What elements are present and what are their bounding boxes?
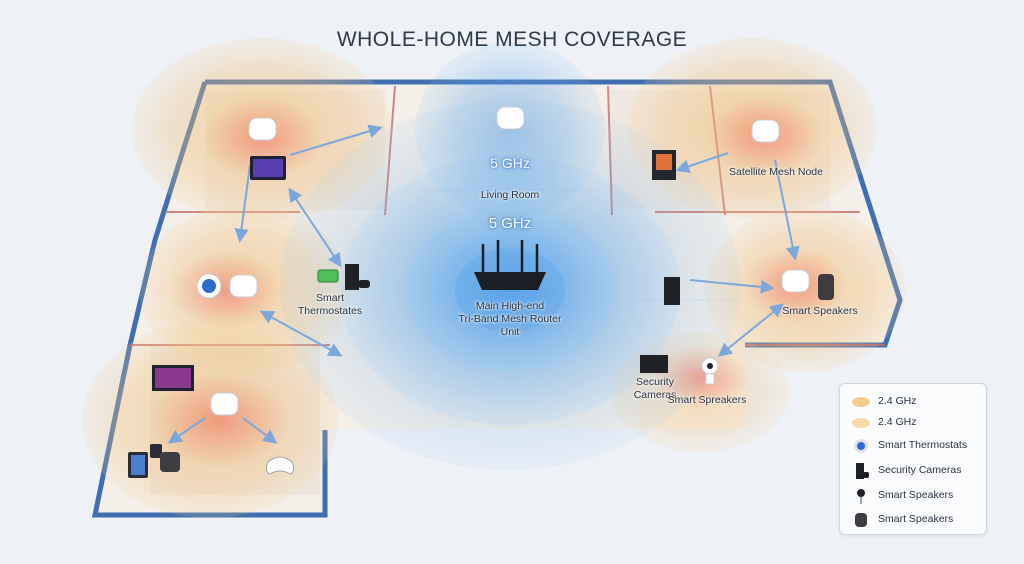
legend-item: 2.4 GHz bbox=[840, 414, 986, 432]
security-camera-icon bbox=[701, 357, 719, 385]
band-label-top: 5 GHz bbox=[490, 155, 530, 171]
diagram-title: WHOLE-HOME MESH COVERAGE bbox=[336, 28, 688, 51]
legend-label: Smart Speakers bbox=[878, 489, 954, 501]
main-router-label: Main High-end Tri-Band Mesh Router Unit bbox=[458, 300, 562, 339]
satellite-node-label: Satellite Mesh Node bbox=[729, 166, 823, 178]
legend-label: 2.4 GHz bbox=[878, 416, 917, 428]
mesh-node-icon bbox=[229, 274, 258, 298]
smart-speakers-bottom-label: Smart Spreakers bbox=[667, 394, 747, 406]
legend-item: Smart Speakers bbox=[840, 511, 986, 529]
gamepad-icon bbox=[265, 456, 295, 475]
legend-item: Smart Thermostats bbox=[840, 437, 986, 455]
legend-label: Smart Speakers bbox=[878, 513, 954, 525]
desktop-icon bbox=[652, 150, 676, 180]
media-box-icon bbox=[640, 355, 668, 373]
legend-label: 2.4 GHz bbox=[878, 395, 917, 407]
mesh-node-icon bbox=[248, 117, 277, 141]
console-icon bbox=[664, 277, 680, 305]
mesh-node-icon bbox=[781, 269, 810, 293]
connection-arrows bbox=[167, 124, 800, 444]
room-label-living-room: Living Room bbox=[480, 189, 540, 201]
legend: 2.4 GHz 2.4 GHz Smart Thermostats Securi… bbox=[839, 383, 987, 535]
console-camera-icon bbox=[856, 463, 869, 479]
mesh-node-icon bbox=[751, 119, 780, 143]
tablet-icon bbox=[250, 156, 286, 180]
legend-item: Security Cameras bbox=[840, 462, 986, 480]
tv-icon bbox=[152, 365, 194, 391]
security-camera-icon bbox=[857, 489, 865, 504]
orange-band-swatch-icon bbox=[852, 397, 870, 407]
console-icon bbox=[345, 264, 370, 290]
smart-speaker-icon bbox=[818, 274, 834, 300]
thermostat-icon bbox=[854, 439, 868, 453]
speaker-hub-icon bbox=[150, 444, 180, 472]
battery-icon bbox=[317, 269, 339, 283]
main-router-icon bbox=[474, 240, 546, 290]
orange-band-swatch-icon bbox=[852, 418, 870, 428]
legend-label: Security Cameras bbox=[878, 464, 962, 476]
security-cameras-label: Security Cameras bbox=[633, 376, 677, 402]
smart-thermostats-label: Smart Thermostates bbox=[297, 292, 363, 318]
legend-item: Smart Speakers bbox=[840, 487, 986, 505]
mesh-nodes bbox=[210, 106, 810, 416]
band-label-center: 5 GHz bbox=[488, 215, 532, 232]
tablet-device-icon bbox=[128, 452, 148, 478]
thermostat-icon bbox=[196, 273, 222, 299]
mesh-node-icon bbox=[496, 106, 525, 130]
legend-label: Smart Thermostats bbox=[878, 439, 968, 451]
smart-speakers-label: Smart Speakers bbox=[782, 305, 858, 317]
mesh-node-icon bbox=[210, 392, 239, 416]
legend-item: 2.4 GHz bbox=[840, 393, 986, 411]
smart-speaker-icon bbox=[855, 513, 867, 527]
